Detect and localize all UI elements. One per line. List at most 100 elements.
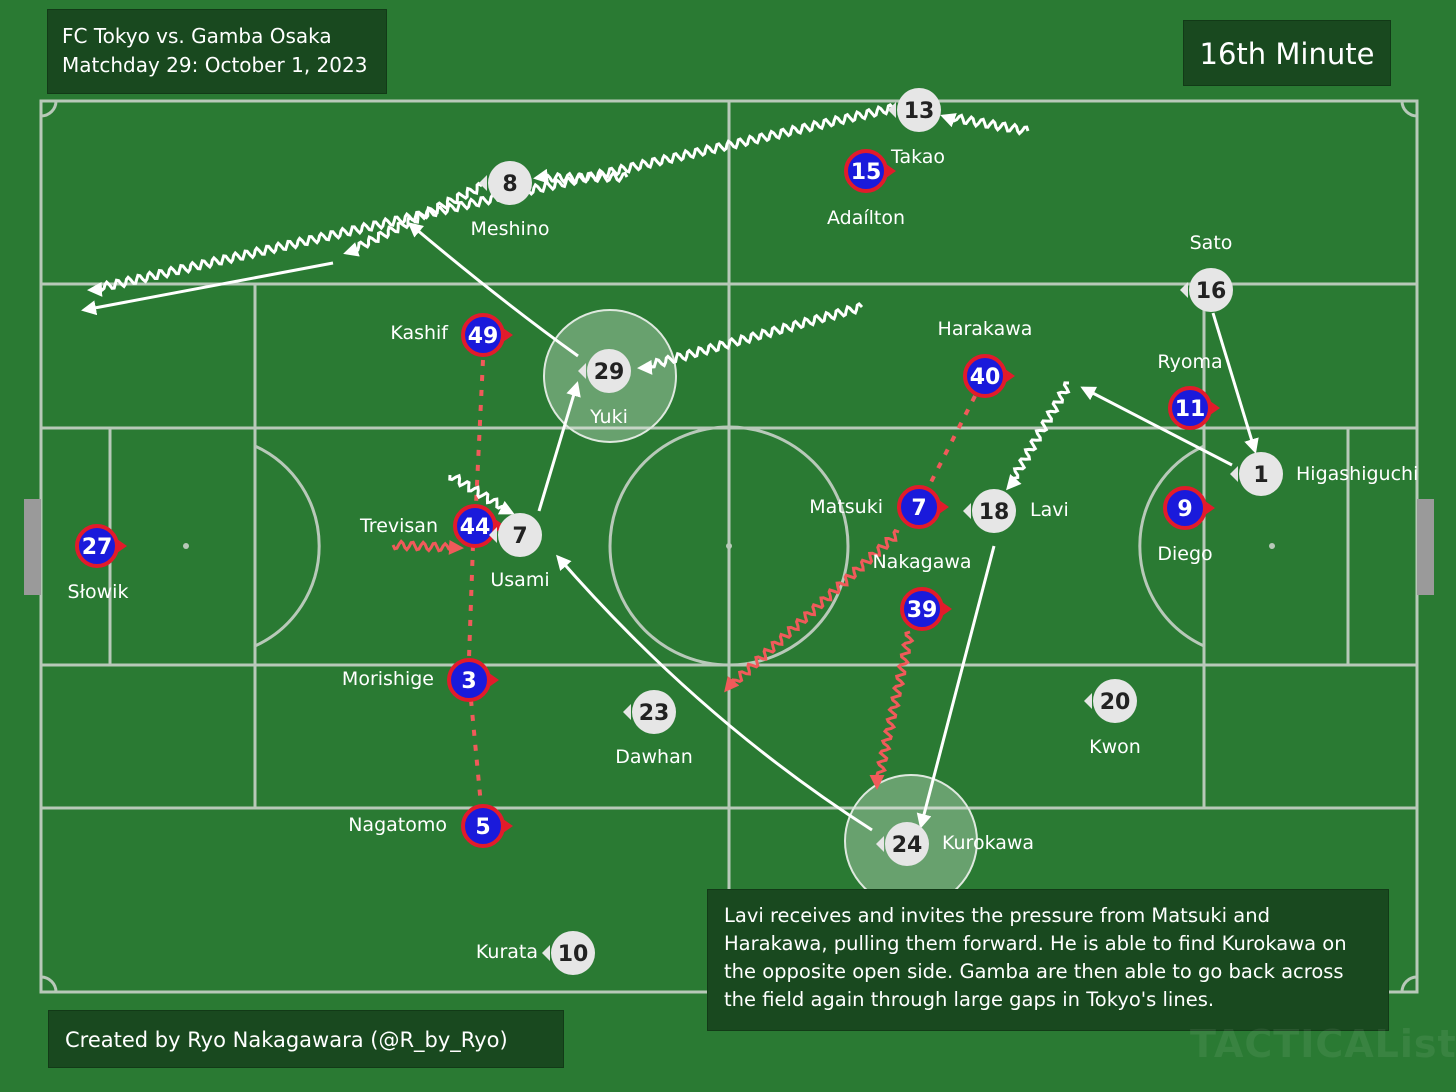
tokyo-player-ryoma: 11 Ryoma [1157, 351, 1223, 430]
jersey-number: 7 [512, 524, 527, 549]
left-penalty-arc [254, 444, 321, 648]
player-marker [632, 690, 676, 734]
dribble-arrow-usami [448, 473, 515, 515]
right-goal [1417, 499, 1434, 595]
dribble-arrow-13-top [940, 113, 1030, 136]
direction-marker [578, 363, 586, 379]
dribble-arrow-lavi [1006, 381, 1071, 491]
player-marker [885, 822, 929, 866]
player-marker [1163, 486, 1207, 530]
jersey-number: 23 [639, 701, 670, 726]
player-name: Diego [1157, 543, 1212, 565]
match-title: FC Tokyo vs. Gamba Osaka [62, 24, 332, 48]
jersey-number: 49 [468, 324, 499, 349]
dribble-arrow-to-29 [637, 302, 864, 375]
player-marker [1093, 679, 1137, 723]
player-name: Dawhan [615, 746, 693, 768]
jersey-number: 18 [979, 500, 1010, 525]
press-line-morishige-nagatomo [469, 699, 483, 806]
press-line-harakawa-matsuki [926, 395, 977, 489]
tokyo-player-nakagawa: 39 Nakagawa [872, 551, 972, 631]
jersey-number: 7 [911, 496, 926, 521]
direction-marker [888, 102, 896, 118]
player-name: Meshino [471, 218, 550, 240]
direction-marker [489, 673, 499, 687]
player-name: Morishige [342, 668, 434, 690]
player-marker [844, 149, 888, 193]
jersey-number: 40 [970, 365, 1001, 390]
run-arrow-sato-higashiguchi [1211, 312, 1259, 454]
player-marker [972, 489, 1016, 533]
direction-marker [1210, 401, 1220, 415]
description-text: Lavi receives and invites the pressure f… [707, 889, 1389, 1031]
dribble-arrow-8 [343, 181, 483, 257]
jersey-number: 11 [1175, 397, 1206, 422]
player-name: Lavi [1030, 499, 1069, 521]
player-name: Higashiguchi [1296, 463, 1418, 485]
player-name: Ryoma [1157, 351, 1222, 373]
jersey-number: 44 [460, 515, 491, 540]
dribble-arrow-8-top [533, 168, 629, 184]
player-name: Kurata [476, 941, 538, 963]
jersey-number: 10 [558, 942, 589, 967]
player-marker [488, 161, 532, 205]
player-marker [453, 504, 497, 548]
left-goal [24, 499, 41, 595]
press-arrow-trevisan [391, 539, 464, 555]
pass-arrow-left [81, 261, 334, 316]
player-name: Yuki [589, 406, 628, 428]
press-arrow-39-kurokawa [869, 630, 915, 790]
direction-marker [623, 704, 631, 720]
direction-marker [489, 527, 497, 543]
jersey-number: 15 [851, 160, 882, 185]
direction-marker [942, 602, 952, 616]
pass-arrow-higashiguchi-forward [1080, 386, 1233, 467]
player-marker [1168, 386, 1212, 430]
jersey-number: 5 [475, 815, 490, 840]
player-marker [1239, 452, 1283, 496]
jersey-number: 29 [594, 360, 625, 385]
pass-arrow-kurokawa-usami [556, 554, 873, 832]
player-name: Słowik [68, 581, 129, 603]
player-marker [897, 485, 941, 529]
credit-label: Created by Ryo Nakagawara (@R_by_Ryo) [48, 1010, 564, 1068]
player-name: Takao [890, 146, 945, 168]
direction-marker [1180, 282, 1188, 298]
left-penalty-spot [183, 543, 189, 549]
player-marker [447, 658, 491, 702]
matchday: Matchday 29: October 1, 2023 [62, 53, 368, 77]
direction-marker [939, 500, 949, 514]
player-marker [900, 587, 944, 631]
player-marker [963, 354, 1007, 398]
player-marker [587, 349, 631, 393]
gamba-player-adailton: Adaílton [827, 207, 905, 229]
tokyo-player-takao: 15 Takao [844, 146, 945, 193]
jersey-number: 24 [892, 833, 923, 858]
player-name: Nakagawa [872, 551, 971, 573]
match-info-box: FC Tokyo vs. Gamba Osaka Matchday 29: Oc… [47, 9, 387, 94]
press-line-kashif-trevisan [474, 359, 485, 506]
jersey-number: 9 [1177, 497, 1192, 522]
jersey-number: 39 [907, 598, 938, 623]
direction-marker [1084, 693, 1092, 709]
corner-arc-tl [40, 100, 58, 118]
player-marker [461, 313, 505, 357]
minute-label: 16th Minute [1183, 20, 1391, 86]
player-marker [897, 88, 941, 132]
direction-marker [886, 164, 896, 178]
run-arrow-usami-yuki [537, 381, 581, 512]
direction-marker [876, 836, 884, 852]
player-name: Kurokawa [942, 832, 1034, 854]
jersey-number: 13 [904, 99, 935, 124]
right-penalty-arc [1138, 444, 1205, 648]
